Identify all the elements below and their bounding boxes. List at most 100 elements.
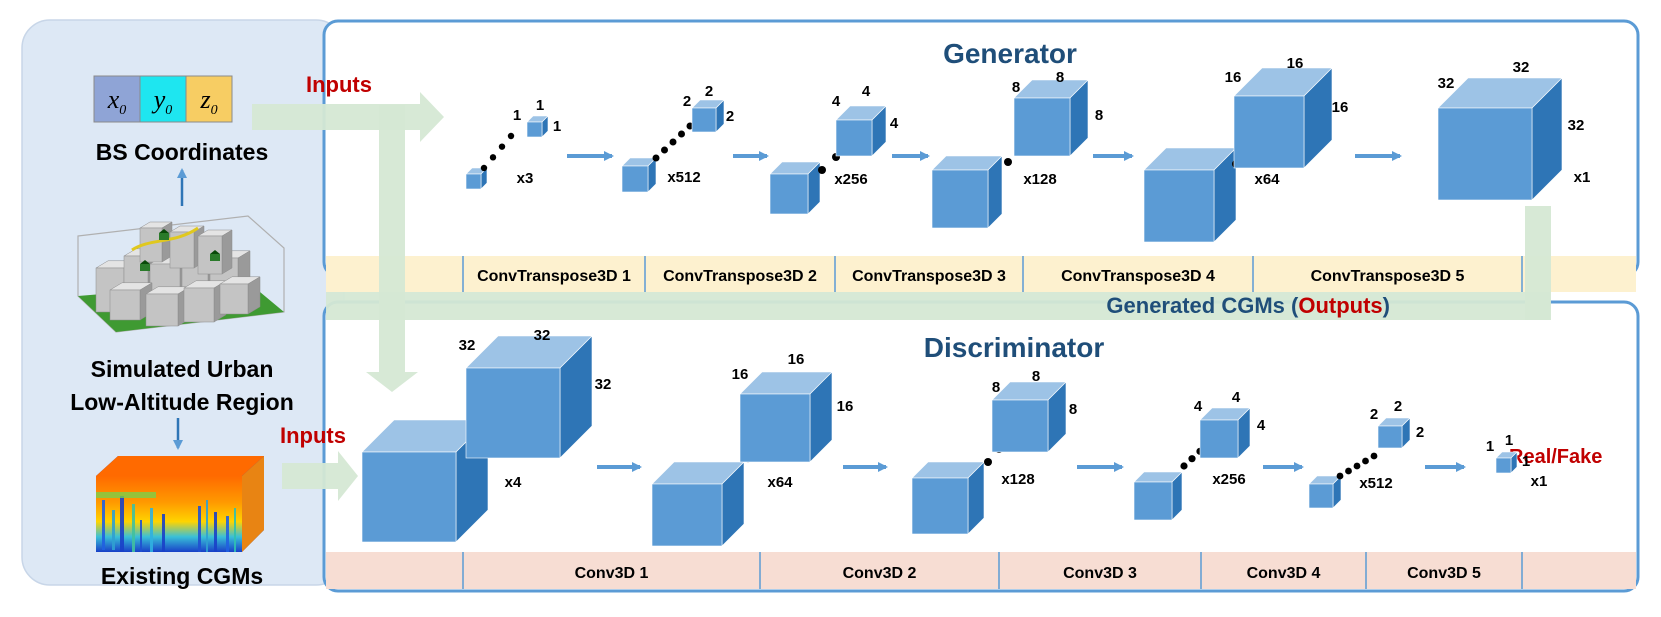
generator-block-2-front: [691, 99, 725, 133]
generator-layer-label: ConvTranspose3D 2: [663, 268, 817, 285]
generator-block-count: x128: [1023, 171, 1056, 188]
discriminator-layer-label: Conv3D 4: [1247, 565, 1321, 582]
urban-region-illustration: [77, 215, 285, 333]
generator-block-dim: 2: [705, 83, 713, 100]
real-fake-label: Real/Fake: [1509, 446, 1602, 468]
region-label-line1: Simulated Urban: [91, 356, 274, 382]
city-buildings: [95, 221, 261, 327]
generator-block-4-front: [1013, 79, 1089, 157]
discriminator-block-4-back: [1133, 471, 1183, 521]
generator-block-1-front: [526, 115, 549, 138]
discriminator-block-dim: 4: [1257, 417, 1266, 434]
discriminator-layer-label: Conv3D 3: [1063, 565, 1137, 582]
base-station-icon: [159, 229, 169, 240]
generator-block-5-front: [1233, 67, 1333, 169]
heatmap-streaks: [96, 492, 236, 552]
generator-block-count: x64: [1254, 171, 1280, 188]
discriminator-block-dim: 16: [837, 398, 854, 415]
generator-block-count: x256: [834, 171, 867, 188]
generator-block-dim: 32: [1568, 117, 1585, 134]
generator-block-dim: 4: [890, 115, 899, 132]
building: [183, 280, 227, 323]
discriminator-block-count: x64: [767, 474, 793, 491]
generator-block-dim: 1: [536, 97, 544, 114]
coord-symbol: z0: [199, 85, 217, 118]
generator-block-5-back: [1143, 147, 1237, 243]
heat-streak: [150, 508, 153, 552]
generator-layer-labels: ConvTranspose3D 1 ConvTranspose3D 2 ConvTr…: [477, 268, 1464, 285]
building: [219, 276, 261, 315]
discriminator-block-5-front: [1377, 417, 1411, 449]
discriminator-block-2-back: [651, 461, 745, 547]
discriminator-block-count: x4: [505, 474, 522, 491]
heat-streak: [112, 510, 115, 550]
discriminator-block-dim: 2: [1416, 424, 1424, 441]
ellipsis-dots: [480, 132, 515, 172]
generator-block-2-back: [621, 157, 657, 193]
heat-streak: [120, 496, 124, 552]
discriminator-block-dim: 16: [732, 366, 749, 383]
generated-label-outputs: Outputs: [1298, 293, 1382, 318]
heat-streak: [234, 508, 236, 552]
building: [145, 286, 191, 327]
discriminator-layer-label: Conv3D 1: [575, 565, 649, 582]
discriminator-block-dim: 8: [1032, 368, 1040, 385]
discriminator-layer-label: Conv3D 5: [1407, 565, 1481, 582]
discriminator-block-dim: 8: [1069, 401, 1077, 418]
region-label-line2: Low-Altitude Region: [70, 389, 294, 415]
heat-streak: [198, 506, 201, 552]
existing-cgms-label: Existing CGMs: [101, 563, 263, 589]
generator-block-count: x3: [517, 170, 534, 187]
coord-cell: [185, 75, 233, 123]
generator-layer-dividers: [462, 256, 1523, 292]
generator-block-dim: 1: [513, 107, 521, 124]
discriminator-block-dim: 32: [459, 337, 476, 354]
discriminator-block-count: x1: [1531, 473, 1548, 490]
generator-block-dim: 32: [1438, 75, 1455, 92]
generator-layer-label: ConvTranspose3D 5: [1311, 268, 1465, 285]
bs-coordinates-label: BS Coordinates: [96, 139, 269, 165]
discriminator-layer-dividers: [462, 552, 1523, 589]
generated-cgms-label: Generated CGMs (Outputs): [1106, 293, 1390, 318]
generator-block-3-front: [835, 105, 887, 157]
generated-flow-riser: [1525, 206, 1551, 320]
heat-streak: [102, 500, 105, 550]
generator-block-dim: 8: [1012, 79, 1020, 96]
discriminator-block-1-front: [465, 335, 593, 459]
discriminator-block-count: x128: [1001, 471, 1034, 488]
discriminator-block-4-front: [1199, 407, 1251, 459]
discriminator-block-dim: 1: [1505, 432, 1513, 449]
discriminator-title: Discriminator: [924, 332, 1105, 363]
existing-cgm-heatmap: [96, 456, 264, 552]
heat-streak: [132, 504, 135, 552]
discriminator-block-count: x256: [1212, 471, 1245, 488]
discriminator-block-6: [1495, 451, 1518, 474]
heat-streak: [214, 512, 217, 552]
heat-streak: [140, 520, 142, 552]
generator-block-dim: 2: [726, 108, 734, 125]
discriminator-block-5-back: [1308, 475, 1342, 509]
generator-block-dim: 1: [553, 118, 561, 135]
discriminator-block-dim: 1: [1522, 453, 1530, 470]
discriminator-block-dim: 4: [1194, 398, 1203, 415]
heat-band: [96, 492, 156, 498]
generator-block-4-back: [931, 155, 1003, 229]
discriminator-block-3-front: [991, 381, 1067, 453]
discriminator-block-dim: 4: [1232, 389, 1241, 406]
discriminator-layer-bar: [326, 552, 1636, 589]
discriminator-layer-labels: Conv3D 1 Conv3D 2 Conv3D 3 Conv3D 4 Conv3D 5: [575, 565, 1481, 582]
ellipsis-dots: [1336, 452, 1378, 480]
coord-symbol: x0: [107, 85, 127, 118]
generator-block-dim: 8: [1056, 69, 1064, 86]
generator-block-dim: 16: [1332, 99, 1349, 116]
generator-block-dim: 4: [832, 93, 841, 110]
discriminator-block-1-back: [361, 419, 489, 543]
generator-layer-label: ConvTranspose3D 1: [477, 268, 631, 285]
generator-block-count: x512: [667, 169, 700, 186]
discriminator-layer-label: Conv3D 2: [843, 565, 917, 582]
heat-streak: [162, 514, 165, 552]
discriminator-block-3-back: [911, 461, 985, 535]
building: [109, 282, 153, 321]
